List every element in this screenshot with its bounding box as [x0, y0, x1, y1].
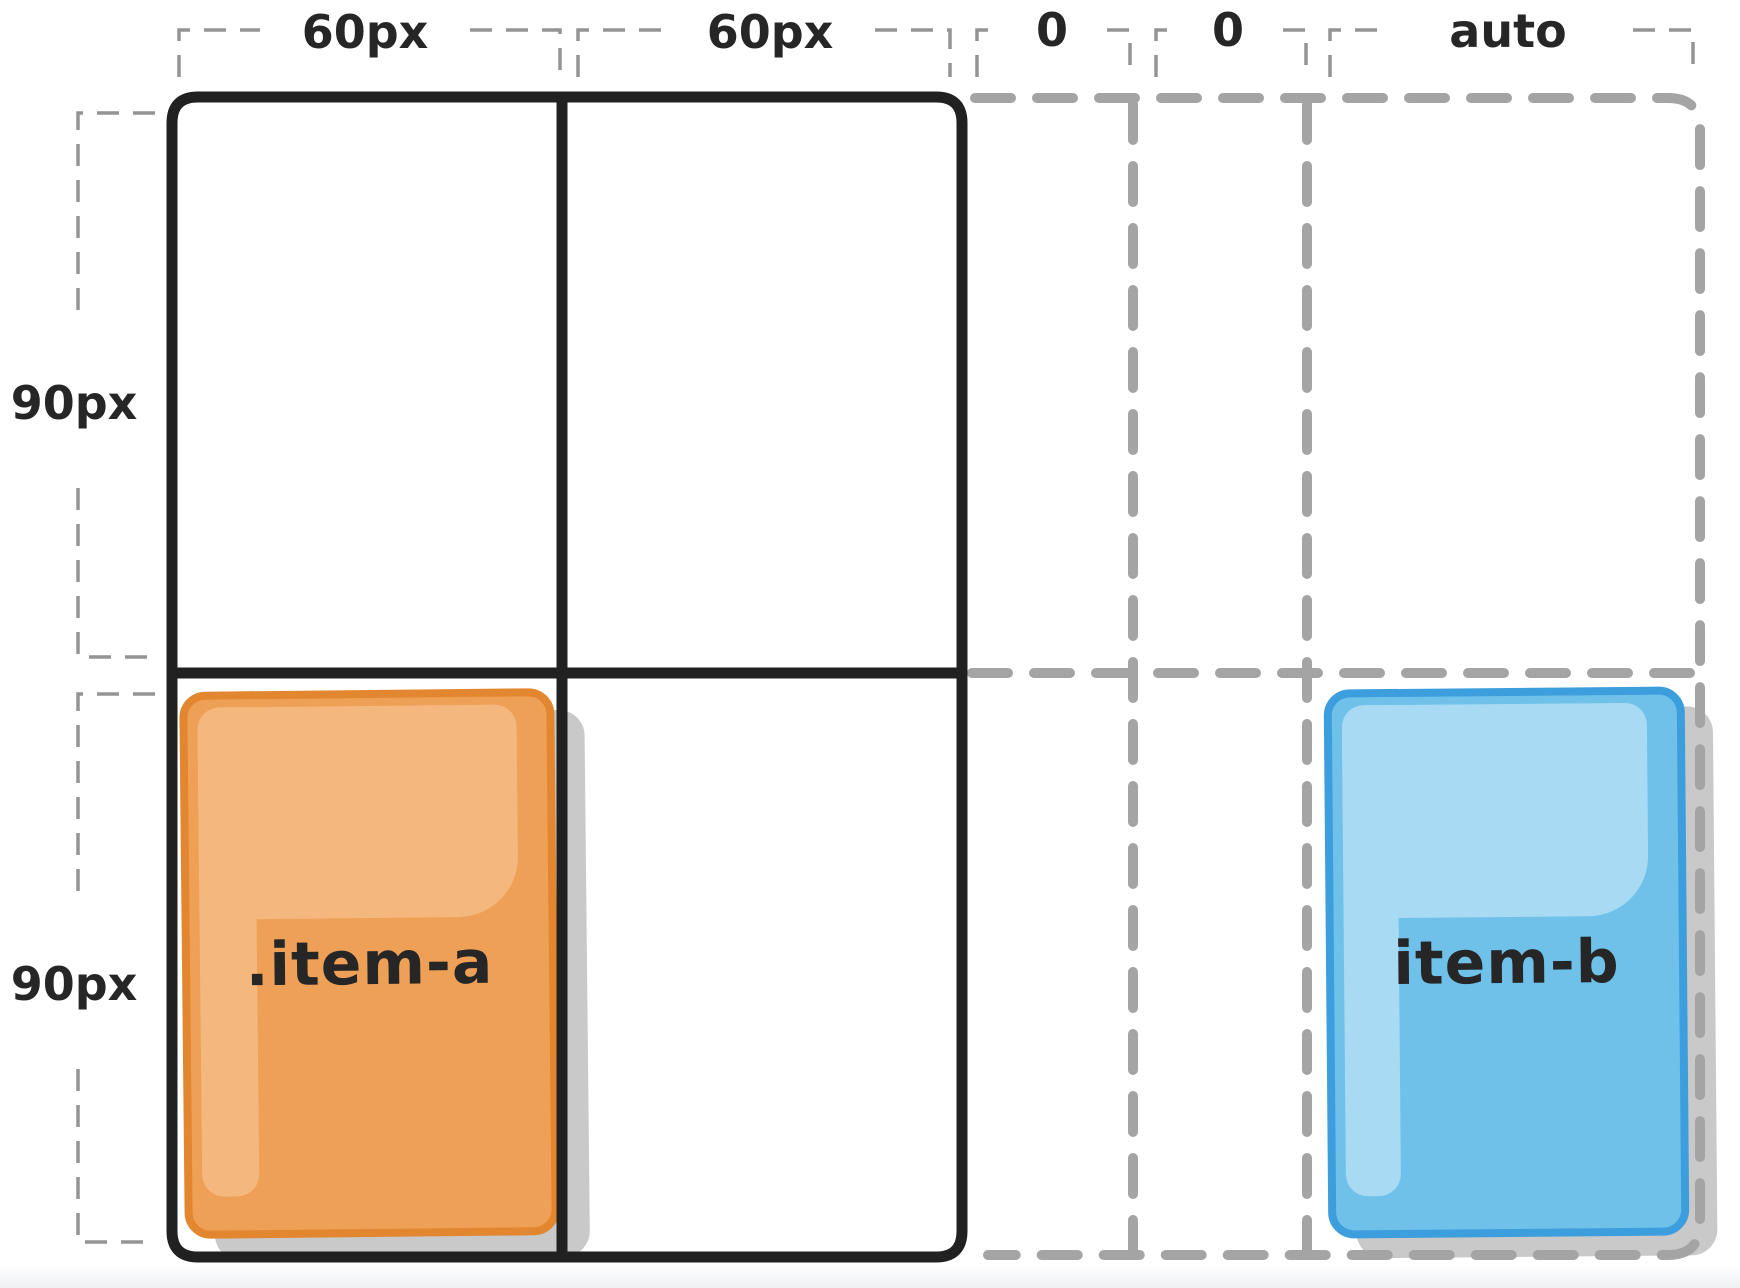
grid-item-b: item-b — [1323, 686, 1690, 1239]
item-b-highlight — [1341, 702, 1649, 919]
page-bottom-strip — [0, 1266, 1740, 1288]
column-size-label-5: auto — [1449, 4, 1567, 58]
grid-item-a: .item-a — [179, 688, 560, 1239]
column-size-label-1: 60px — [301, 5, 429, 59]
row-size-label-2: 90px — [10, 957, 138, 1011]
item-a-label: .item-a — [245, 927, 494, 1000]
column-size-label-2: 60px — [706, 5, 834, 59]
column-size-label-4: 0 — [1211, 3, 1245, 57]
column-size-label-3: 0 — [1035, 3, 1069, 57]
row-size-label-1: 90px — [10, 376, 138, 430]
item-b-label: item-b — [1393, 926, 1620, 999]
item-a-highlight — [197, 704, 519, 921]
